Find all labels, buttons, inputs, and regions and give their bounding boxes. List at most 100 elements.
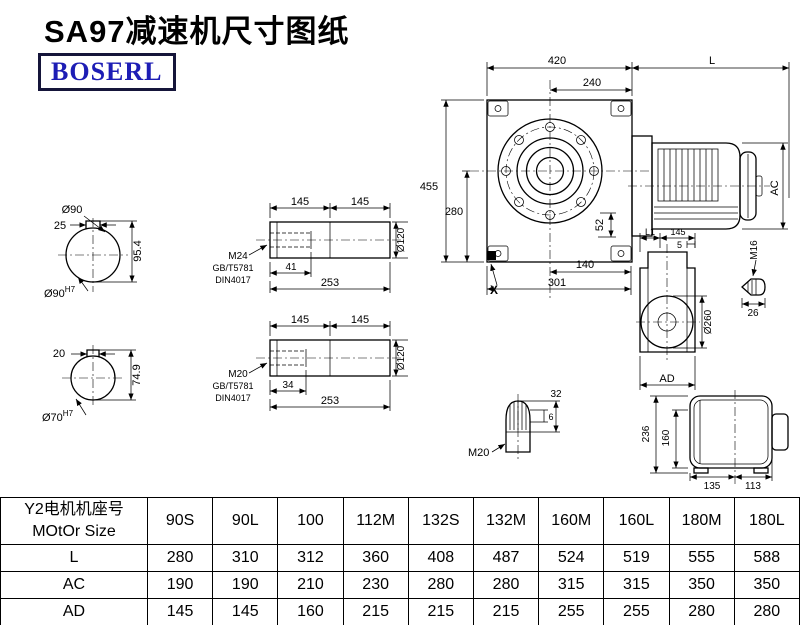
dim-240: 240 [550, 77, 632, 93]
dimension-value: 255 [603, 598, 670, 625]
x-marker: X [490, 263, 498, 297]
bore90-h-text: 95.4 [132, 240, 144, 261]
dimension-value: 280 [407, 571, 474, 599]
dim-420: 420 [486, 55, 633, 96]
flange-5-text: 5 [677, 240, 682, 250]
dimension-value: 215 [407, 598, 474, 625]
dim-301: 301 [486, 266, 631, 295]
main-view: 420 L 240 455 280 [420, 55, 790, 298]
shaft-end-section [741, 278, 766, 296]
shaft2-dia-text: Ø120 [396, 345, 407, 370]
dimension-value: 215 [472, 598, 540, 625]
shaft2-seg1-text: 145 [291, 314, 309, 326]
shaft1-seg1-text: 145 [291, 196, 309, 208]
shaft2-depth-text: 34 [282, 380, 294, 391]
dim-52: 52 [594, 212, 616, 238]
dim-280: 280 [445, 170, 470, 262]
dimension-value: 350 [668, 571, 735, 599]
rear-boss [771, 413, 789, 451]
x-marker-text: X [490, 283, 498, 297]
dim-455-text: 455 [420, 181, 438, 193]
column-header: 180L [733, 497, 800, 545]
brand-logo-text: BOSERL [51, 57, 163, 86]
dimension-value: 160 [277, 598, 344, 625]
dimension-value: 312 [277, 544, 344, 572]
dim-AC-text: AC [769, 180, 781, 195]
bore90-fit-dia: Ø90 [44, 288, 65, 300]
bore90-dia-label: Ø90 [62, 204, 83, 216]
rear-113-text: 113 [745, 481, 761, 492]
dimension-value: 280 [472, 571, 540, 599]
shaft2-seg2-text: 145 [351, 314, 369, 326]
bore90-fit-label: Ø90H7 [44, 285, 76, 300]
corner-header-cn: Y2电机机座号 [24, 501, 124, 519]
page-title: SA97减速机尺寸图纸 [44, 14, 350, 49]
rear-160-text: 160 [661, 429, 672, 446]
shaft2-view: 145 145 Ø120 M20 GB/T5781 DIN4017 34 253 [212, 314, 408, 411]
rear-body [689, 395, 773, 469]
dimension-value: 145 [146, 598, 214, 625]
column-header: 180M [668, 497, 735, 545]
dimension-value: 145 [212, 598, 279, 625]
dimension-value: 555 [668, 544, 735, 572]
dimension-value: 190 [212, 571, 279, 599]
bore90-fit-tol: H7 [65, 285, 76, 294]
dimension-value: 280 [146, 544, 214, 572]
bore90-view: Ø90 25 95.4 Ø90H7 [44, 204, 144, 300]
rear-135-text: 135 [704, 481, 721, 492]
row-label: AD [0, 598, 148, 625]
bore70-fit-label: Ø70H7 [42, 409, 74, 424]
shaft1-seg2-text: 145 [351, 196, 369, 208]
shaft1-dia-text: Ø120 [396, 227, 407, 252]
flange-AD-text: AD [659, 373, 674, 385]
dimension-value: 255 [538, 598, 605, 625]
dim-52-text: 52 [594, 219, 606, 231]
dimension-value: 360 [342, 544, 409, 572]
column-header: 160L [603, 497, 670, 545]
rear-236-text: 236 [641, 425, 652, 442]
bore70-fit-tol: H7 [63, 409, 74, 418]
corner-header-en: MOtOr Size [32, 523, 116, 540]
dimension-value: 519 [603, 544, 670, 572]
flange-26-text: 26 [747, 308, 759, 319]
flange-145-text: 145 [670, 227, 685, 237]
shaft1-len-text: 253 [321, 277, 339, 289]
rear-view: 236 160 135 113 [641, 390, 789, 492]
dimension-value: 215 [342, 598, 409, 625]
flange-view: L1 145 5 M16 26 Ø260 AD [636, 227, 766, 390]
table-corner-header: Y2电机机座号 MOtOr Size [0, 497, 148, 545]
row-label: AC [0, 571, 148, 599]
column-header: 90S [146, 497, 214, 545]
shaft1-depth-text: 41 [285, 262, 297, 273]
plug-M20-text: M20 [468, 447, 489, 459]
shaft1-std1-text: GB/T5781 [212, 263, 253, 273]
dimension-value: 210 [277, 571, 344, 599]
dimension-value: 315 [603, 571, 670, 599]
column-header: 160M [538, 497, 605, 545]
shaft2-len-text: 253 [321, 395, 339, 407]
shaft1-std2-text: DIN4017 [215, 275, 251, 285]
dimension-value: 408 [407, 544, 474, 572]
shaft1-view: 145 145 Ø120 M24 GB/T5781 DIN4017 41 253 [212, 196, 408, 293]
column-header: 112M [342, 497, 409, 545]
brand-logo: BOSERL [38, 53, 176, 91]
dim-L-text: L [709, 55, 715, 67]
flange-L1-text: L1 [645, 227, 655, 237]
plug-32-text: 32 [550, 389, 562, 400]
motor [628, 135, 770, 237]
dim-140-text: 140 [576, 259, 594, 271]
dim-301-text: 301 [548, 277, 566, 289]
column-header: 132M [472, 497, 540, 545]
shaft1-thread-text: M24 [228, 251, 248, 262]
row-label: L [0, 544, 148, 572]
dim-L: L [632, 55, 790, 198]
bore70-fit-dia: Ø70 [42, 412, 63, 424]
dim-240-text: 240 [583, 77, 601, 89]
flange-body [639, 251, 696, 353]
dim-140: 140 [550, 259, 632, 295]
plug-view: 6 32 M20 [468, 389, 562, 460]
